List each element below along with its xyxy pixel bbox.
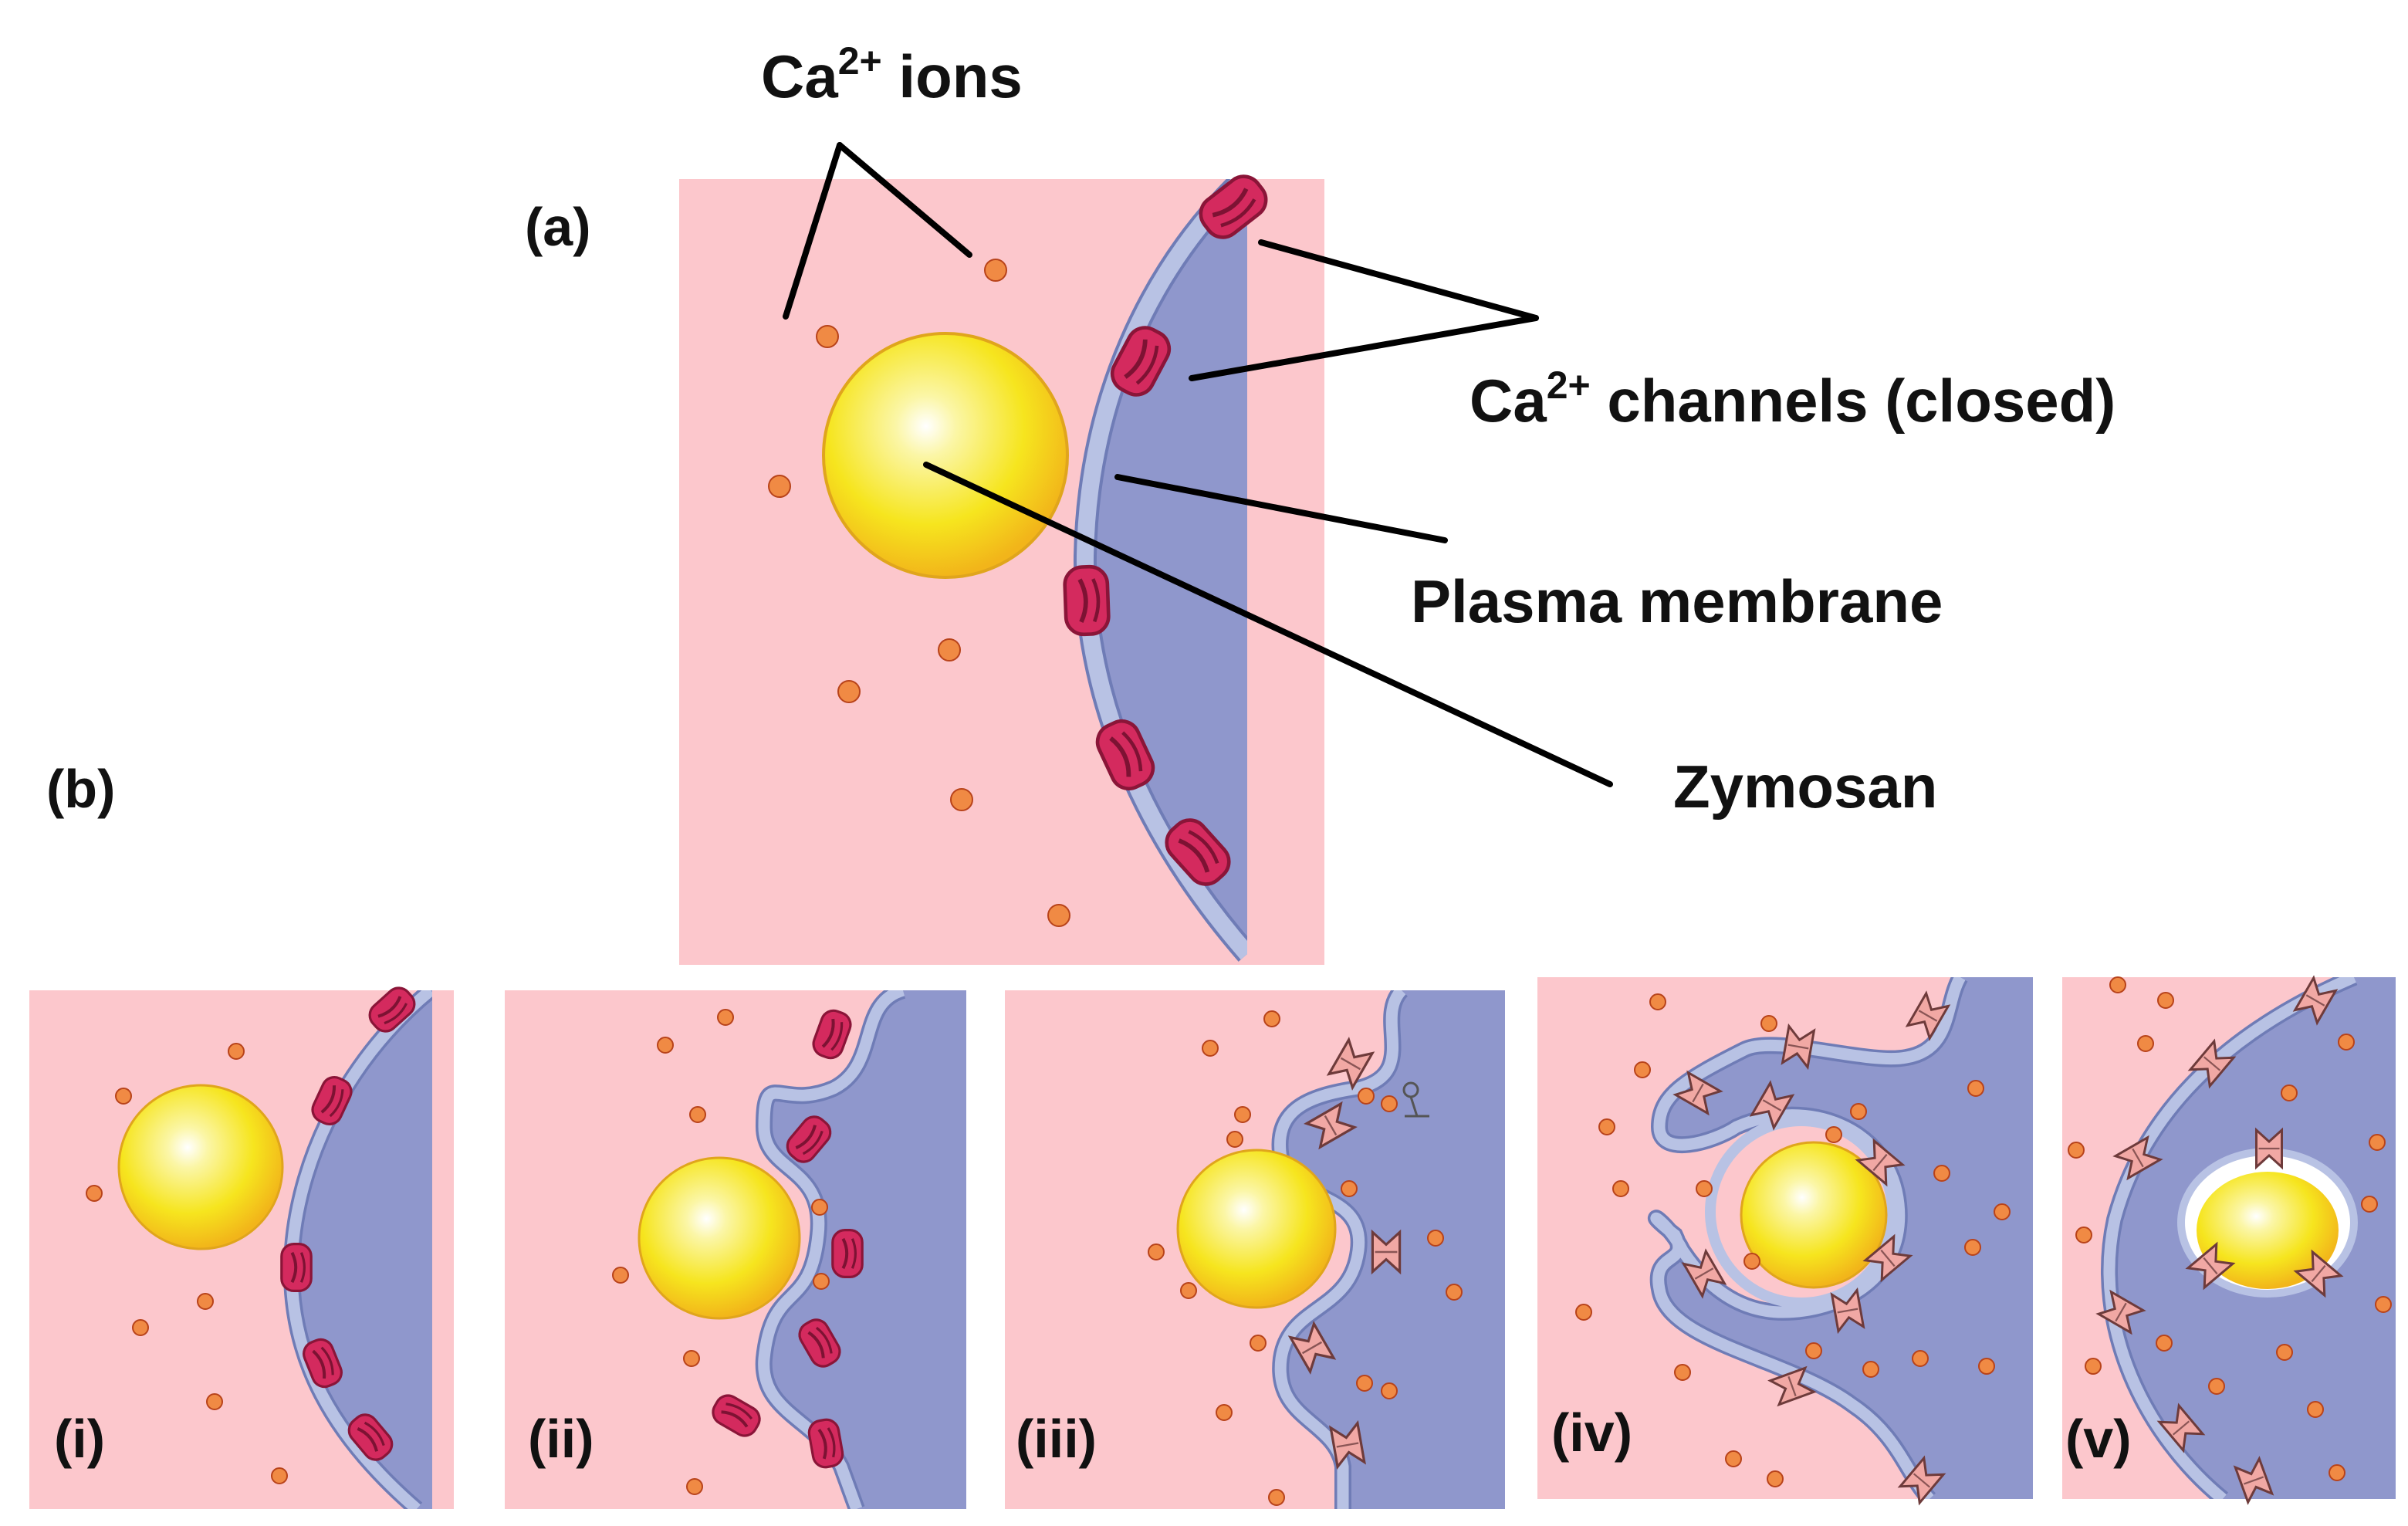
- subpanel-v-calcium-ions: [2068, 976, 2392, 1481]
- subpanel-v-label: (v): [2065, 1409, 2132, 1469]
- panel-a-channel: [1064, 566, 1109, 634]
- subpanel-iv-cytoplasm: [1656, 977, 2033, 1499]
- subpanel-iv-label: (iv): [1551, 1402, 1632, 1463]
- subpanel-ii-channel: [833, 1230, 862, 1277]
- subpanel-v-zymosan-particle: [2197, 1172, 2339, 1289]
- subpanel-i-channel: [282, 1244, 311, 1291]
- subpanel-ii-plasma-membrane: [758, 990, 905, 1509]
- ca-ions-label: Ca2+ ions: [761, 39, 1023, 110]
- subpanel-iv-zymosan-particle: [1740, 1141, 1888, 1289]
- ca-channels-label-superscript: 2+: [1547, 364, 1591, 407]
- subpanel-i-zymosan-particle: [117, 1084, 284, 1250]
- ca-channels-label-base: Ca: [1469, 367, 1547, 435]
- panel-b-label: (b): [46, 759, 115, 819]
- ca-channels-label: Ca2+ channels (closed): [1469, 364, 2115, 435]
- subpanel-ii: (ii): [505, 990, 966, 1509]
- subpanel-ii-calcium-ions: [612, 1009, 830, 1495]
- subpanel-ii-zymosan-particle: [638, 1156, 801, 1320]
- ca-ions-label-rest: ions: [882, 42, 1023, 110]
- subpanel-i-calcium-ions: [86, 1043, 288, 1484]
- plasma-membrane-label: Plasma membrane: [1411, 567, 1943, 635]
- subpanel-i-label: (i): [54, 1409, 105, 1469]
- panel-a-plasma-membrane: [1076, 179, 1254, 960]
- leader-lines: [783, 142, 1613, 787]
- zymosan-label: Zymosan: [1673, 753, 1937, 821]
- ca-ions-label-base: Ca: [761, 42, 838, 110]
- subpanel-ii-label: (ii): [528, 1409, 594, 1469]
- subpanel-iii: (iii): [1005, 990, 1505, 1509]
- plasma-membrane-leader-line: [1114, 474, 1448, 543]
- subpanel-iv: (iv): [1537, 977, 2033, 1504]
- subpanel-iv-plasma-membrane: [1650, 977, 1966, 1499]
- subpanel-iv-calcium-ions: [1575, 993, 2011, 1487]
- subpanel-v: (v): [2062, 976, 2396, 1504]
- ca-ions-leader-line: [837, 142, 972, 258]
- panel-a-illustration: [679, 169, 1324, 965]
- ca-channels-label-rest: channels (closed): [1591, 367, 2116, 435]
- zymosan-leader-line: [923, 462, 1613, 787]
- ca-channels-leader-line: [1258, 239, 1539, 321]
- subpanel-iii-calcium-ions: [1148, 1010, 1463, 1506]
- subpanel-iii-ion-entry-marker: [1402, 1081, 1429, 1118]
- subpanel-v-plasma-membrane: [2103, 977, 2356, 1499]
- panel-a-calcium-ions: [768, 259, 1070, 927]
- panel-a-label: (a): [525, 197, 591, 257]
- subpanel-iv-phagosome-membrane: [1705, 1115, 1898, 1308]
- ca-ions-leader-line: [783, 142, 843, 320]
- panel-a-zymosan-particle: [822, 332, 1069, 579]
- subpanel-iii-label: (iii): [1016, 1409, 1097, 1469]
- subpanel-i: (i): [29, 983, 454, 1509]
- subpanel-iii-zymosan-particle: [1176, 1149, 1337, 1309]
- ca-channels-leader-line: [1189, 315, 1539, 381]
- ca-ions-label-superscript: 2+: [838, 39, 882, 83]
- subpanel-iii-plasma-membrane: [1274, 990, 1406, 1509]
